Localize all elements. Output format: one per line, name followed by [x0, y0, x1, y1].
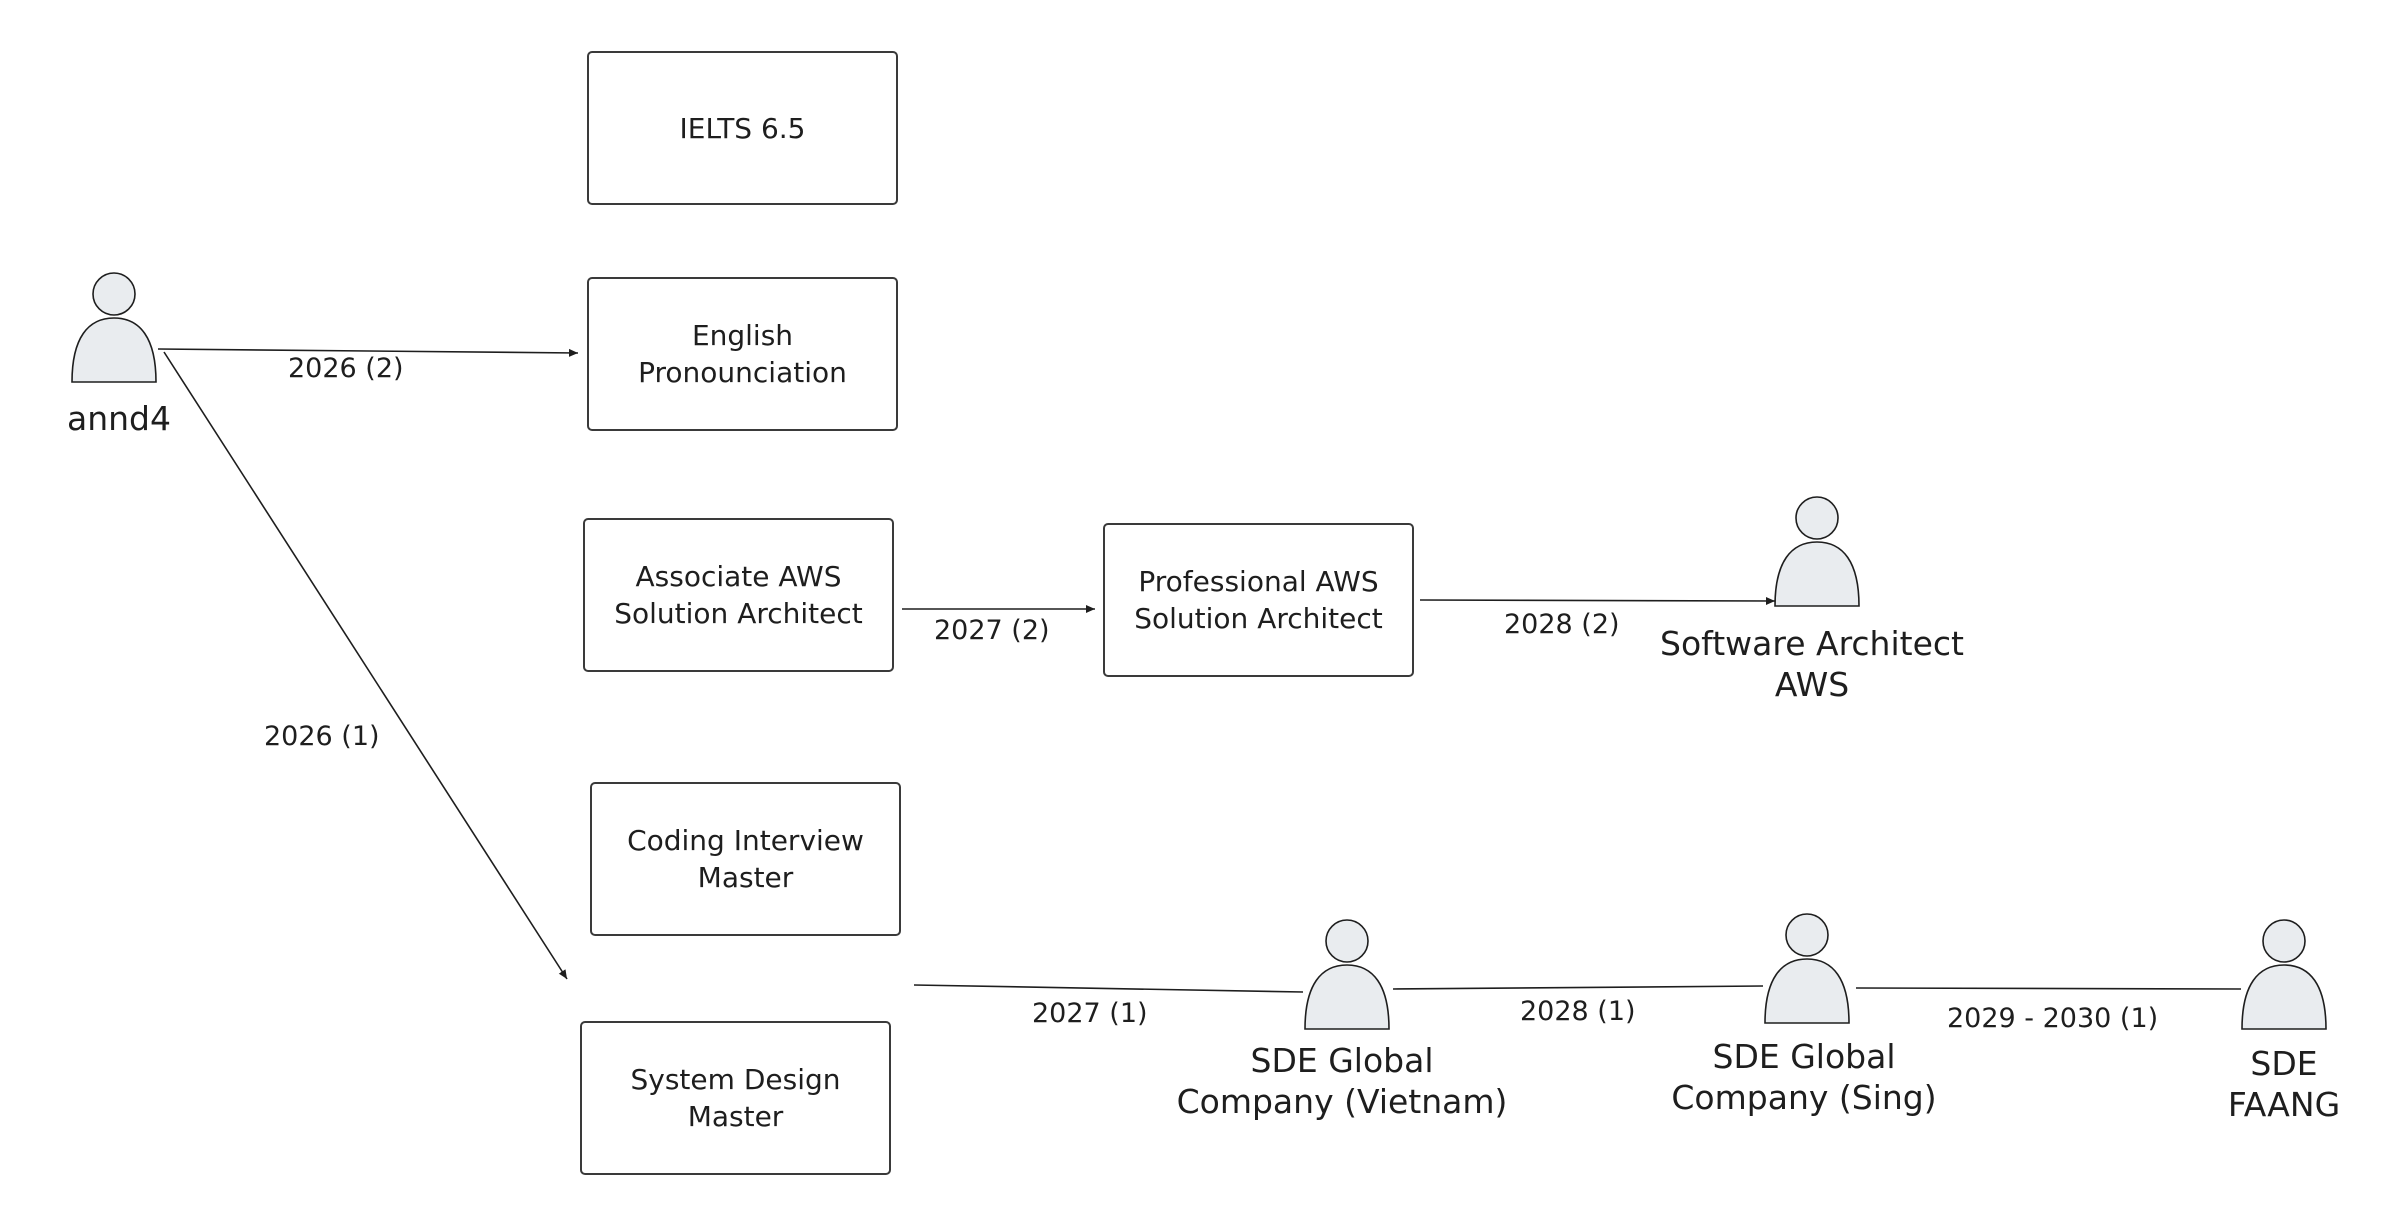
line-system-design-to-vietnam — [913, 984, 1304, 993]
edge-label-professional-to-architect: 2028 (2) — [1504, 609, 1620, 640]
actor-name-sde-vietnam: SDE Global Company (Vietnam) — [1176, 1041, 1508, 1121]
edge-label-sing-to-faang: 2029 - 2030 (1) — [1947, 1003, 2159, 1034]
person-icon-sde-faang[interactable] — [2238, 917, 2330, 1033]
actor-name-software-architect: Software Architect AWS — [1660, 624, 1964, 704]
box-system-design-label: System Design Master — [630, 1063, 841, 1133]
box-professional-aws[interactable]: Professional AWS Solution Architect — [1103, 523, 1414, 677]
edge-label-to-pronunciation: 2026 (2) — [288, 353, 404, 384]
person-icon-sde-sing[interactable] — [1761, 911, 1853, 1027]
person-icon-software-architect[interactable] — [1771, 494, 1863, 610]
arrow-to-system-design — [163, 351, 568, 980]
box-coding-interview[interactable]: Coding Interview Master — [590, 782, 901, 936]
edge-label-system-design-to-vietnam: 2027 (1) — [1032, 998, 1148, 1029]
box-professional-aws-label: Professional AWS Solution Architect — [1134, 565, 1383, 635]
edge-label-to-system-design: 2026 (1) — [264, 721, 380, 752]
box-associate-aws[interactable]: Associate AWS Solution Architect — [583, 518, 894, 672]
edge-label-associate-to-professional: 2027 (2) — [934, 615, 1050, 646]
actor-name-sde-sing: SDE Global Company (Sing) — [1671, 1037, 1937, 1117]
box-associate-aws-label: Associate AWS Solution Architect — [614, 560, 863, 630]
edge-label-vietnam-to-sing: 2028 (1) — [1520, 996, 1636, 1027]
line-vietnam-to-sing — [1392, 985, 1764, 990]
arrow-to-pronunciation — [157, 348, 579, 357]
box-english-pronunciation[interactable]: English Pronounciation — [587, 277, 898, 431]
box-english-pronunciation-label: English Pronounciation — [638, 319, 847, 389]
person-icon-sde-vietnam[interactable] — [1301, 917, 1393, 1033]
box-coding-interview-label: Coding Interview Master — [627, 824, 864, 894]
box-ielts-label: IELTS 6.5 — [679, 111, 806, 145]
person-icon-me[interactable] — [68, 270, 160, 386]
actor-name-sde-faang: SDE FAANG — [2227, 1044, 2341, 1124]
actor-name-me: annd4 — [67, 399, 171, 438]
box-ielts[interactable]: IELTS 6.5 — [587, 51, 898, 205]
box-system-design[interactable]: System Design Master — [580, 1021, 891, 1175]
arrow-professional-to-architect — [1419, 596, 1776, 605]
line-sing-to-faang — [1855, 987, 2242, 990]
